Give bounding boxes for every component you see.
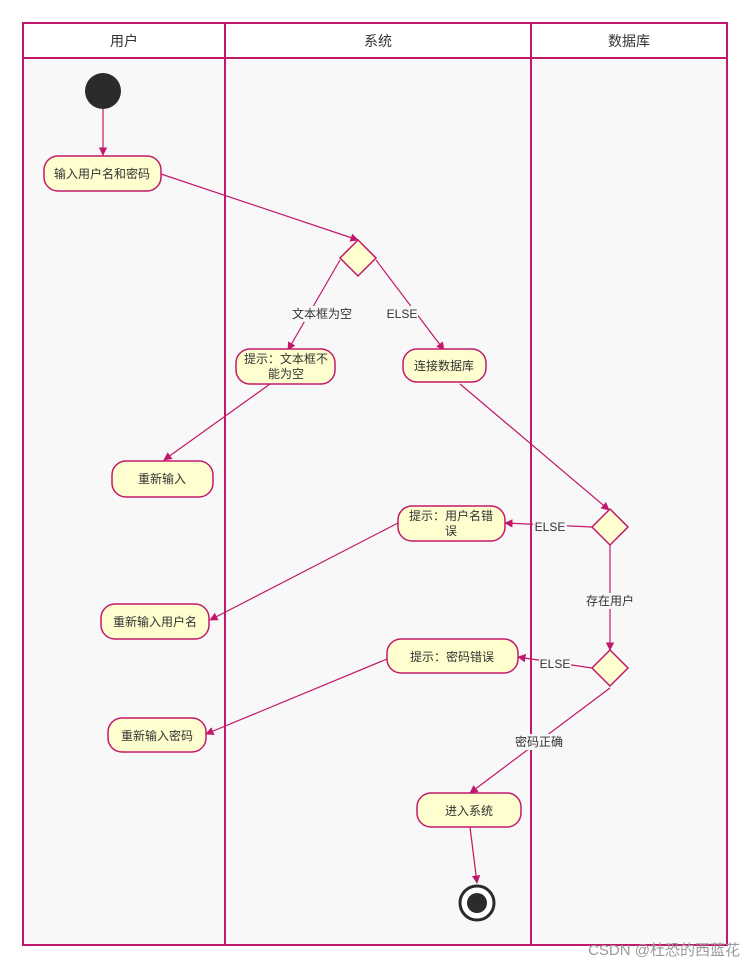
edge-label-else-connect: ELSE <box>386 306 418 322</box>
edge-label-else-user-error: ELSE <box>533 519 567 535</box>
edge-input-to-decision1 <box>160 173 359 242</box>
activity-node-connect-db: 连接数据库 <box>402 348 487 383</box>
activity-label: 提示：密码错误 <box>410 649 494 664</box>
activity-node-enter-system: 进入系统 <box>416 792 522 828</box>
edges <box>98 109 615 884</box>
edge-label-else-pwd-error: ELSE <box>539 656 571 672</box>
activity-label: 重新输入 <box>138 471 186 486</box>
decision-node-password <box>590 648 630 688</box>
edge-empty-prompt-to-reenter <box>163 383 271 461</box>
activity-label: 进入系统 <box>445 804 493 818</box>
decision-nodes <box>338 238 630 688</box>
activity-node-reenter-username: 重新输入用户名 <box>100 603 210 640</box>
activity-label: 重新输入密码 <box>121 728 193 743</box>
decision-node-user-exists <box>590 507 630 547</box>
svg-text:ELSE: ELSE <box>535 520 566 534</box>
lane-title-system: 系统 <box>364 33 392 49</box>
start-node <box>85 73 121 109</box>
edge-decision1-to-empty-prompt <box>287 259 341 351</box>
end-node <box>458 884 496 922</box>
svg-text:ELSE: ELSE <box>540 657 571 671</box>
edge-label-user-exists: 存在用户 <box>584 593 636 609</box>
activity-label: 能为空 <box>268 367 304 381</box>
activity-label: 输入用户名和密码 <box>54 166 150 181</box>
activity-node-pwd-error: 提示：密码错误 <box>386 638 519 674</box>
edge-pwd-error-to-reenter-password <box>205 658 388 735</box>
activity-node-input-credentials: 输入用户名和密码 <box>43 155 162 192</box>
activity-label: 重新输入用户名 <box>113 614 197 629</box>
watermark-text: CSDN @杜恐的西蓝花 <box>588 942 740 959</box>
activity-label: 连接数据库 <box>414 358 474 373</box>
activity-label: 提示：用户名错 <box>409 508 493 523</box>
activity-node-empty-prompt: 提示：文本框不 能为空 <box>235 348 336 385</box>
svg-text:文本框为空: 文本框为空 <box>292 306 352 321</box>
activity-label: 提示：文本框不 <box>244 351 328 366</box>
activity-node-user-error: 提示：用户名错 误 <box>397 505 506 542</box>
lane-title-database: 数据库 <box>608 33 650 49</box>
edge-user-error-to-reenter-username <box>209 522 399 621</box>
edge-enter-system-to-end <box>469 826 481 884</box>
svg-text:ELSE: ELSE <box>387 307 418 321</box>
activity-label: 误 <box>445 524 457 538</box>
svg-text:存在用户: 存在用户 <box>586 593 634 608</box>
svg-text:密码正确: 密码正确 <box>515 734 563 749</box>
edge-label-password-correct: 密码正确 <box>512 734 566 750</box>
edge-label-textbox-empty: 文本框为空 <box>290 306 354 322</box>
decision-node-textbox <box>338 238 378 278</box>
edge-connect-to-decision2 <box>459 383 610 511</box>
lane-title-user: 用户 <box>110 33 138 49</box>
activity-node-reenter-password: 重新输入密码 <box>107 717 207 753</box>
edge-decision1-to-connect <box>375 259 445 351</box>
activity-node-reenter: 重新输入 <box>111 460 214 498</box>
